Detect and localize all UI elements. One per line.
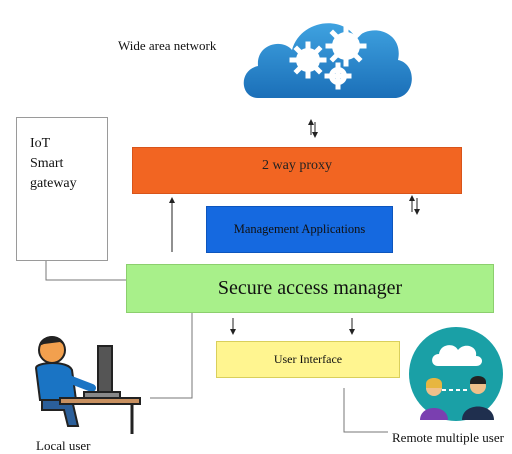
secure-access-manager-label: Secure access manager [217, 277, 403, 299]
iot-gateway-box [16, 117, 108, 261]
remote-users-label: Remote multiple user [392, 430, 504, 445]
person-at-computer-icon [34, 336, 141, 434]
remote-user-connector [343, 388, 388, 433]
secure-access-manager-box: Secure access manager [126, 264, 494, 313]
user-interface-box: User Interface [216, 341, 400, 378]
user-interface-label: User Interface [273, 352, 343, 366]
management-applications-box: Management Applications [206, 206, 393, 253]
wan-label: Wide area network [118, 38, 217, 53]
iot-connector [45, 259, 126, 281]
management-applications-label: Management Applications [233, 222, 366, 236]
cloud-gears-icon [243, 23, 412, 98]
local-user-connector [150, 312, 193, 399]
two-way-proxy-box: 2 way proxy [132, 147, 462, 194]
wan-proxy-arrows [308, 119, 318, 138]
local-user-label: Local user [36, 438, 91, 453]
two-way-proxy-label: 2 way proxy [262, 158, 332, 173]
remote-users-cloud-icon [409, 327, 503, 421]
proxy-management-arrows [409, 195, 420, 215]
iot-gateway-label: IoT Smart gateway [30, 136, 77, 191]
